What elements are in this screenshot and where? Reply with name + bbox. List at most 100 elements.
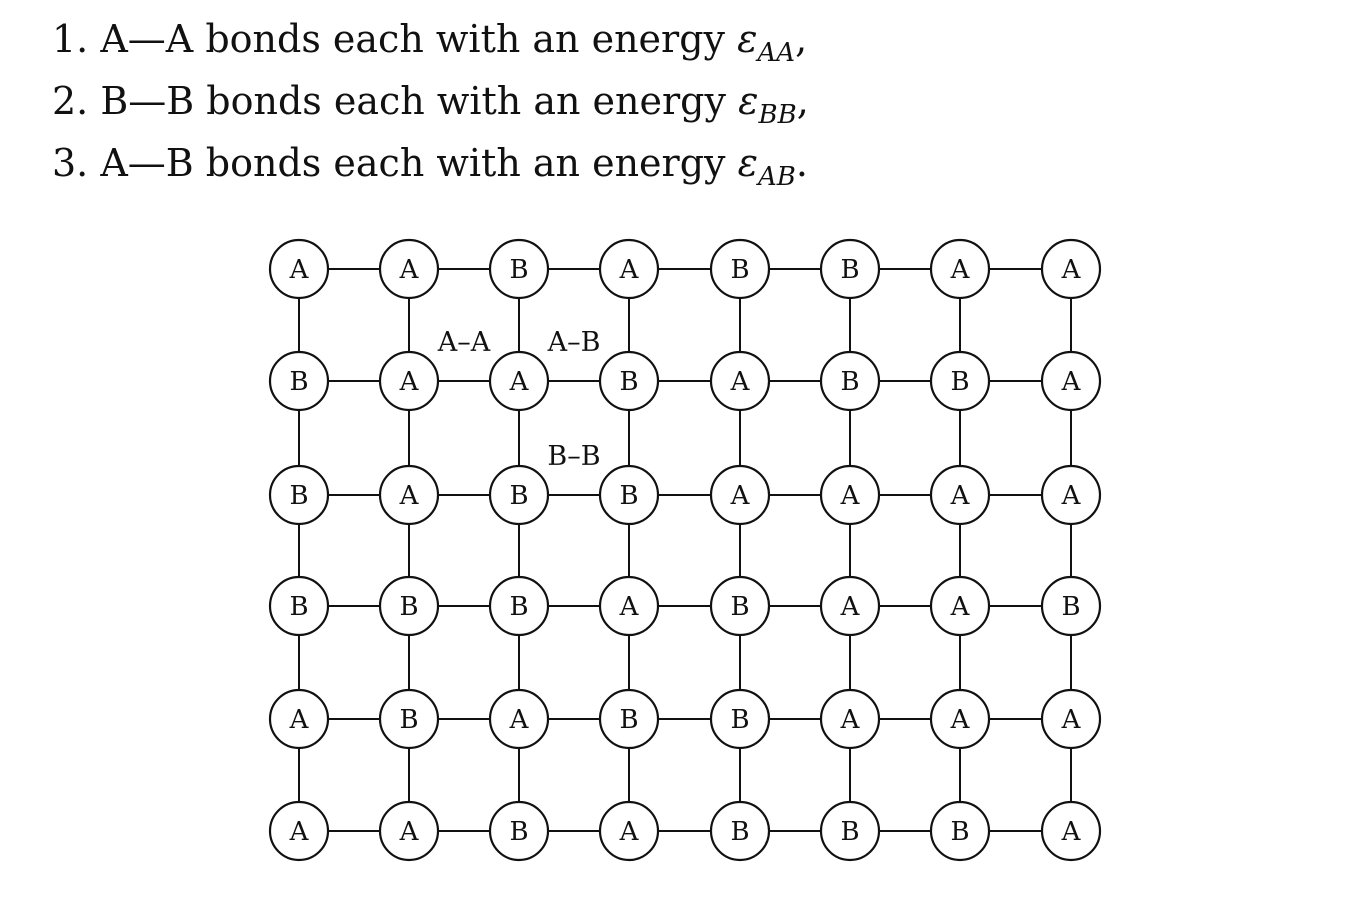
site-label: A: [840, 592, 861, 622]
lattice-site: A: [1040, 800, 1102, 862]
energy-subscript: AB: [758, 162, 796, 192]
lattice-site: B: [819, 800, 881, 862]
site-label: B: [399, 705, 418, 735]
lattice-site: B: [819, 350, 881, 412]
lattice-site: A: [1040, 464, 1102, 526]
site-label: A: [840, 481, 861, 511]
site-label: A: [1061, 817, 1082, 847]
lattice-site: A: [819, 575, 881, 637]
site-circle: [598, 800, 660, 862]
site-circle: [488, 350, 550, 412]
site-label: B: [950, 367, 969, 397]
site-label: B: [509, 481, 528, 511]
lattice-site: B: [598, 464, 660, 526]
site-label: B: [730, 592, 749, 622]
item-text: A—B bonds each with an energy: [100, 141, 726, 185]
lattice-site: A: [268, 800, 330, 862]
lattice-site: A: [819, 688, 881, 750]
site-circle: [378, 800, 440, 862]
site-label: A: [509, 705, 530, 735]
lattice-site: A: [929, 238, 991, 300]
lattice-site: A: [929, 464, 991, 526]
lattice-site: A: [1040, 688, 1102, 750]
site-circle: [929, 688, 991, 750]
lattice-site: A: [488, 350, 550, 412]
item-punctuation: ,: [795, 17, 808, 61]
lattice-site: A: [268, 688, 330, 750]
site-circle: [378, 575, 440, 637]
site-label: A: [1061, 367, 1082, 397]
lattice-site: A: [598, 800, 660, 862]
site-label: A: [289, 705, 310, 735]
site-label: B: [730, 705, 749, 735]
site-label: A: [399, 817, 420, 847]
site-label: A: [289, 817, 310, 847]
lattice-site: A: [598, 238, 660, 300]
site-label: A: [619, 255, 640, 285]
site-circle: [268, 575, 330, 637]
lattice-site: B: [709, 575, 771, 637]
lattice-site: B: [929, 350, 991, 412]
lattice-site: B: [488, 464, 550, 526]
lattice-site: B: [819, 238, 881, 300]
lattice-site: A: [268, 238, 330, 300]
site-circle: [598, 350, 660, 412]
lattice-site: A: [378, 464, 440, 526]
bond-label: A–B: [547, 327, 601, 358]
bond-item-ab: 3. A—B bonds each with an energy εAB.: [52, 132, 809, 194]
site-circle: [598, 688, 660, 750]
lattice-site: A: [709, 464, 771, 526]
site-label: A: [950, 592, 971, 622]
energy-symbol: ε: [737, 17, 758, 61]
bond-type-list: 1. A—A bonds each with an energy εAA, 2.…: [52, 8, 809, 194]
lattice-site: B: [378, 688, 440, 750]
lattice-site: A: [929, 575, 991, 637]
site-label: B: [289, 592, 308, 622]
site-circle: [709, 575, 771, 637]
site-label: B: [619, 367, 638, 397]
site-label: A: [619, 817, 640, 847]
site-circle: [819, 688, 881, 750]
site-label: A: [950, 481, 971, 511]
energy-subscript: AA: [757, 38, 796, 68]
site-circle: [378, 464, 440, 526]
site-circle: [598, 238, 660, 300]
site-label: A: [1061, 705, 1082, 735]
site-label: B: [289, 481, 308, 511]
lattice-site: B: [598, 350, 660, 412]
lattice-site: B: [709, 800, 771, 862]
site-label: B: [730, 817, 749, 847]
site-label: B: [619, 705, 638, 735]
site-circle: [488, 800, 550, 862]
site-circle: [819, 350, 881, 412]
site-label: B: [509, 255, 528, 285]
site-label: B: [840, 255, 859, 285]
lattice-site: B: [488, 800, 550, 862]
site-circle: [929, 238, 991, 300]
site-circle: [1040, 238, 1102, 300]
site-label: B: [509, 592, 528, 622]
site-label: B: [840, 817, 859, 847]
item-text: B—B bonds each with an energy: [100, 79, 726, 123]
site-circle: [929, 464, 991, 526]
lattice-site: B: [598, 688, 660, 750]
lattice-site: A: [929, 688, 991, 750]
lattice-site: B: [268, 575, 330, 637]
site-label: B: [730, 255, 749, 285]
item-punctuation: ,: [796, 79, 809, 123]
site-circle: [1040, 464, 1102, 526]
lattice-site: B: [709, 688, 771, 750]
site-circle: [1040, 688, 1102, 750]
bond-item-aa: 1. A—A bonds each with an energy εAA,: [52, 8, 809, 70]
site-circle: [929, 575, 991, 637]
bond-label: A–A: [437, 327, 491, 358]
lattice-site: B: [268, 350, 330, 412]
site-circle: [819, 464, 881, 526]
site-circle: [929, 350, 991, 412]
lattice-site: A: [378, 800, 440, 862]
site-circle: [378, 238, 440, 300]
site-circle: [378, 350, 440, 412]
site-label: A: [840, 705, 861, 735]
site-circle: [268, 800, 330, 862]
